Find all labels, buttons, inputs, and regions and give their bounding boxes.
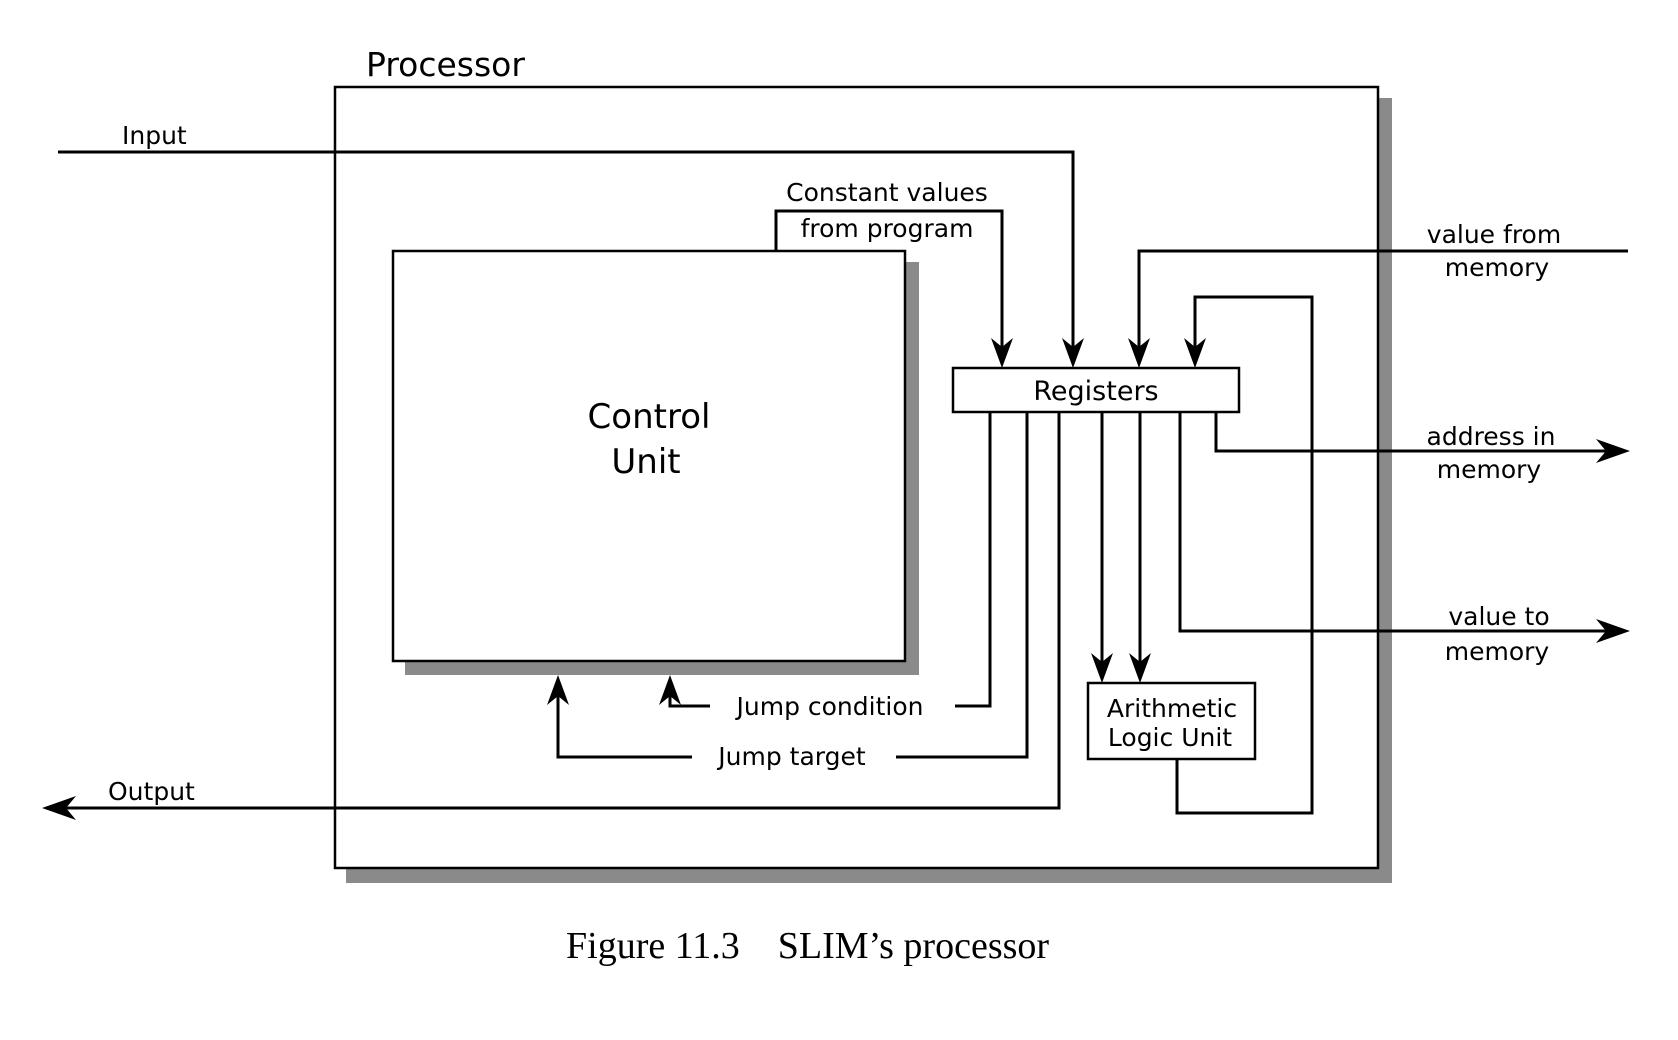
value-to-memory-arrowhead [1596, 619, 1630, 643]
control-unit-label-line1: Control [588, 397, 711, 437]
value-from-memory-label-line1: value from [1427, 220, 1561, 249]
alu-label-line2: Logic Unit [1108, 723, 1232, 752]
jump-condition-label: Jump condition [735, 692, 924, 721]
output-label: Output [108, 777, 195, 806]
input-arrowhead [1062, 338, 1084, 368]
registers-to-alu-connectors [1091, 412, 1151, 683]
registers-box [951, 366, 1241, 414]
address-in-memory-arrowhead [1596, 439, 1630, 463]
constants-label-line2: from program [801, 214, 974, 243]
input-label: Input [122, 121, 187, 150]
figure-caption: Figure 11.3 SLIM’s processor [566, 925, 1049, 967]
alu-label-line1: Arithmetic [1107, 694, 1237, 723]
constants-label-line1: Constant values [786, 178, 988, 207]
address-in-memory-label-line2: memory [1437, 455, 1542, 484]
alu-operand-a-arrowhead [1091, 653, 1113, 683]
address-in-memory-connector [1214, 412, 1630, 463]
value-to-memory-label-line2: memory [1445, 637, 1550, 666]
control-unit-box [391, 249, 907, 663]
jump-condition-connector [659, 412, 992, 708]
value-to-memory-connector [1178, 412, 1630, 643]
jump-condition-arrowhead [659, 675, 681, 705]
address-in-memory-label-line1: address in [1427, 422, 1556, 451]
registers-label: Registers [1033, 376, 1158, 407]
value-from-memory-arrowhead [1128, 338, 1150, 368]
jump-target-connector [547, 412, 1029, 759]
processor-title: Processor [366, 45, 525, 84]
value-from-memory-label-line2: memory [1445, 253, 1550, 282]
alu-result-connector [1175, 295, 1314, 815]
alu-box [1086, 681, 1257, 761]
output-connector [42, 412, 1061, 820]
input-connector [58, 150, 1084, 368]
alu-operand-b-arrowhead [1129, 653, 1151, 683]
value-to-memory-label-line1: value to [1448, 602, 1549, 631]
jump-target-arrowhead [547, 675, 569, 705]
alu-result-arrowhead [1184, 338, 1206, 368]
jump-target-label: Jump target [716, 742, 866, 771]
value-from-memory-connector [1128, 249, 1628, 368]
control-unit-label-line2: Unit [611, 442, 680, 482]
constants-arrowhead [991, 338, 1013, 368]
constants-connector [774, 209, 1013, 368]
output-arrowhead [42, 796, 76, 820]
